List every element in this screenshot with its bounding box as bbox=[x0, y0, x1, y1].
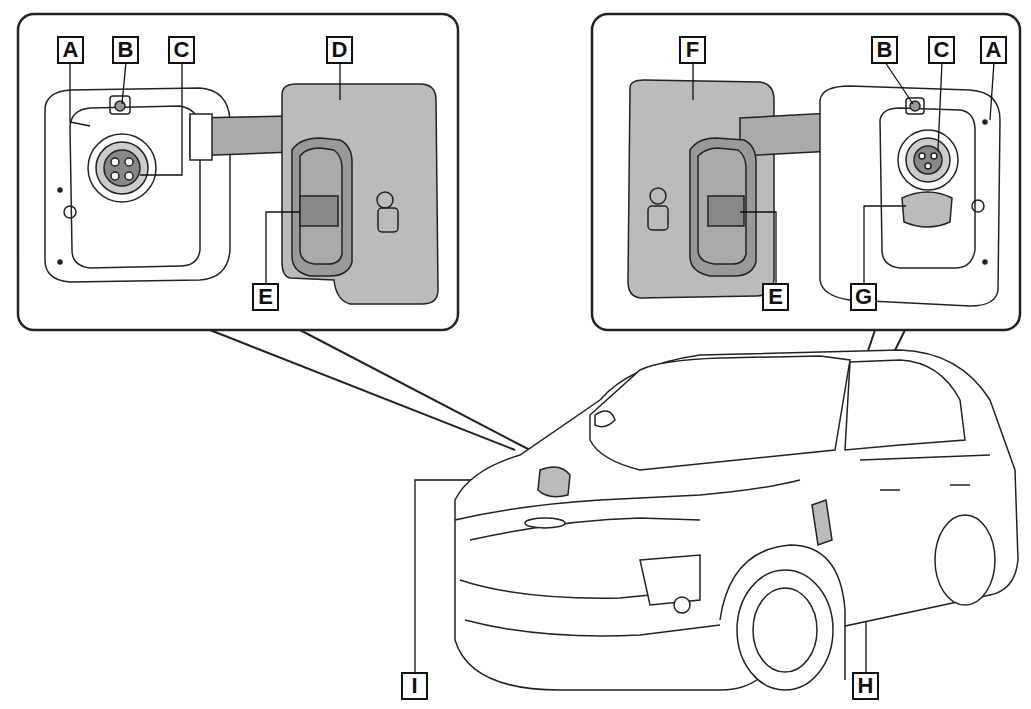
callout-box: C bbox=[168, 36, 195, 64]
callout-box: H bbox=[852, 672, 879, 700]
callout-box: I bbox=[401, 672, 428, 700]
callout-letter: A bbox=[63, 39, 79, 61]
callout-letter: A bbox=[986, 39, 1002, 61]
callout-box: A bbox=[57, 36, 84, 64]
callout-letter: B bbox=[877, 39, 893, 61]
callout-box: E bbox=[762, 283, 789, 311]
callout-letter: E bbox=[768, 286, 783, 308]
callout-box: C bbox=[928, 36, 955, 64]
callout-box: G bbox=[850, 283, 877, 311]
callout-letter: C bbox=[174, 39, 190, 61]
callout-box: B bbox=[112, 36, 139, 64]
callout-box: E bbox=[252, 283, 279, 311]
callout-box: D bbox=[326, 36, 353, 64]
callout-box: F bbox=[679, 36, 706, 64]
callout-letter: D bbox=[332, 39, 348, 61]
callout-letter: G bbox=[855, 286, 872, 308]
callout-letter: H bbox=[858, 675, 874, 697]
callout-letter: C bbox=[934, 39, 950, 61]
callout-letter: I bbox=[411, 675, 417, 697]
callout-box: A bbox=[980, 36, 1007, 64]
callout-box: B bbox=[871, 36, 898, 64]
callout-letter: F bbox=[686, 39, 699, 61]
callout-letter: B bbox=[118, 39, 134, 61]
callout-letter: E bbox=[258, 286, 273, 308]
